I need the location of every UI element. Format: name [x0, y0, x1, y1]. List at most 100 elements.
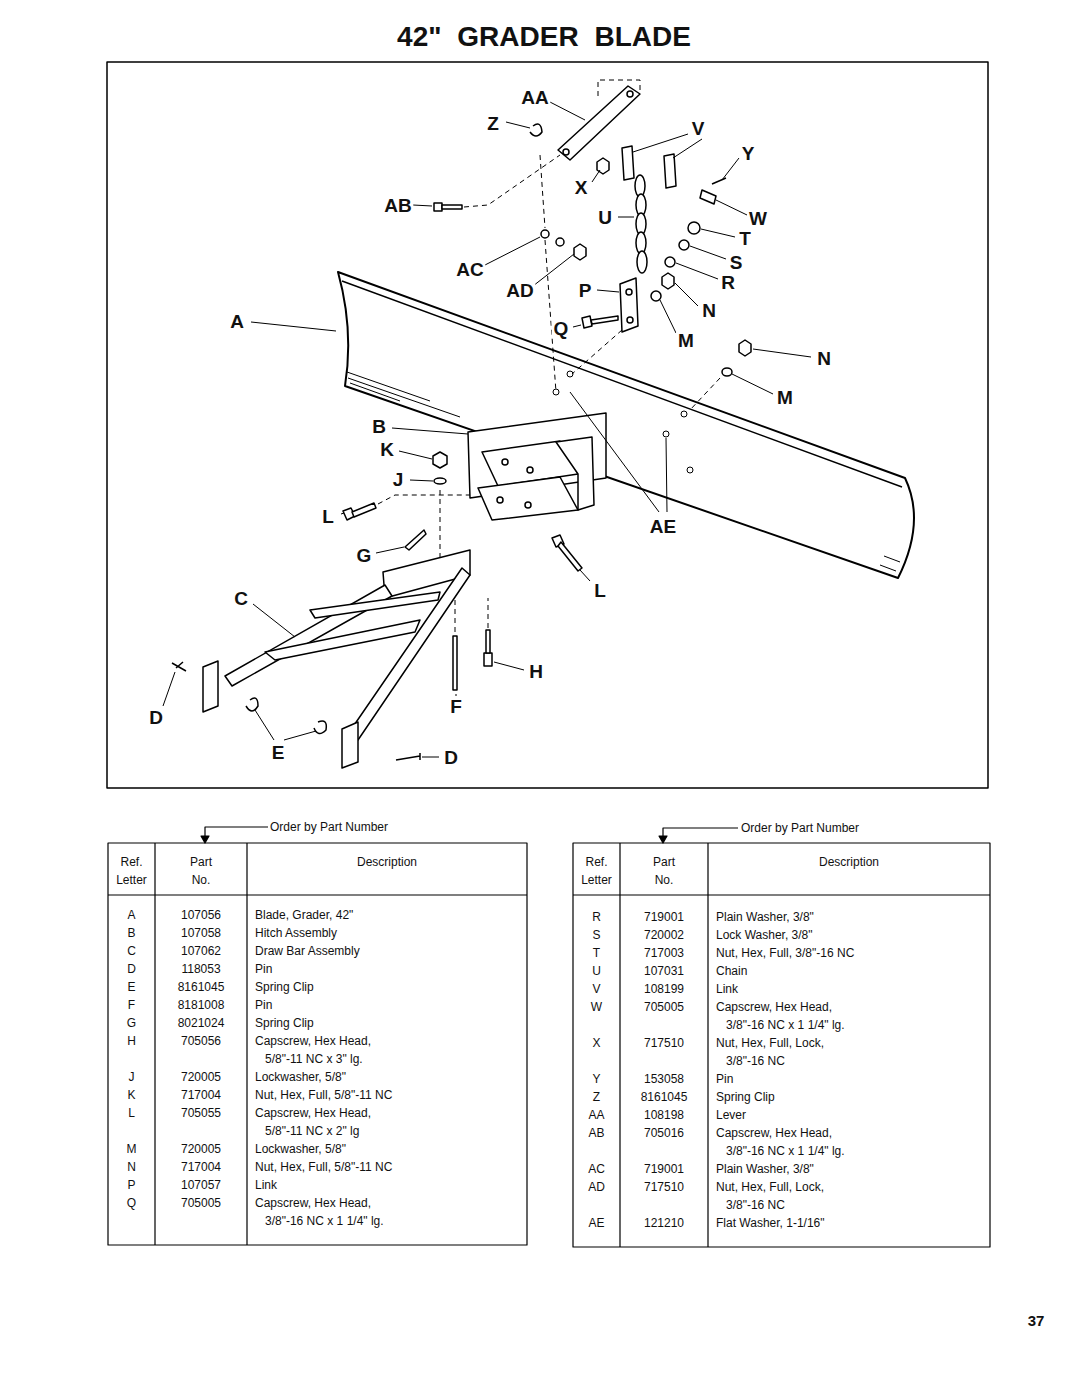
table-header: Ref. Letter — [577, 853, 616, 889]
part-number: 719001 — [620, 1160, 708, 1178]
part-description: Pin — [255, 960, 525, 978]
part-description: Plain Washer, 3/8" — [716, 908, 986, 926]
illustration-frame — [107, 62, 988, 788]
ref-letter: E — [108, 978, 155, 996]
callout-letter: Y — [740, 144, 757, 163]
ref-letter: A — [108, 906, 155, 924]
table-header: Ref. Letter — [112, 853, 151, 889]
part-number: 720002 — [620, 926, 708, 944]
part-number: 108198 — [620, 1106, 708, 1124]
part-description: Lever — [716, 1106, 986, 1124]
table-header: Description — [708, 853, 990, 871]
ref-letter: F — [108, 996, 155, 1014]
part-number: 107057 — [155, 1176, 247, 1194]
callout-letter: M — [676, 331, 696, 350]
part-number: 719001 — [620, 908, 708, 926]
ref-letter: T — [573, 944, 620, 962]
callout-letter: G — [355, 546, 374, 565]
part-description: Pin — [255, 996, 525, 1014]
part-number: 717004 — [155, 1086, 247, 1104]
callout-letter: AE — [648, 517, 678, 536]
part-description: Lockwasher, 5/8" — [255, 1140, 525, 1158]
part-number: 705005 — [620, 998, 708, 1016]
callout-letter: AA — [519, 88, 550, 107]
callout-letter: J — [391, 470, 406, 489]
order-note: Order by Part Number — [741, 819, 859, 837]
callout-letter: T — [737, 229, 753, 248]
callout-letter: C — [232, 589, 250, 608]
ref-letter: D — [108, 960, 155, 978]
ref-letter: S — [573, 926, 620, 944]
ref-letter: N — [108, 1158, 155, 1176]
ref-letter: AA — [573, 1106, 620, 1124]
callout-letter: H — [527, 662, 545, 681]
part-description: Hitch Assembly — [255, 924, 525, 942]
part-description: Spring Clip — [255, 978, 525, 996]
blade-outline — [338, 272, 914, 578]
part-description: Spring Clip — [255, 1014, 525, 1032]
part-number: 705016 — [620, 1124, 708, 1142]
callout-letter: Z — [485, 114, 501, 133]
part-number: 107031 — [620, 962, 708, 980]
part-description: Pin — [716, 1070, 986, 1088]
table-header: Part No. — [644, 853, 684, 889]
leader-lines — [163, 101, 811, 757]
part-number: 107062 — [155, 942, 247, 960]
callout-letter: W — [747, 209, 769, 228]
part-number: 107058 — [155, 924, 247, 942]
callout-letter: AD — [504, 281, 535, 300]
ref-letter: H — [108, 1032, 155, 1050]
callout-letter: X — [573, 178, 590, 197]
part-description: Capscrew, Hex Head, 3/8"-16 NC x 1 1/4" … — [255, 1194, 395, 1230]
ref-letter: C — [108, 942, 155, 960]
part-description: Link — [716, 980, 986, 998]
chain-linkage — [434, 86, 751, 376]
part-number: 118053 — [155, 960, 247, 978]
ref-letter: K — [108, 1086, 155, 1104]
part-number: 720005 — [155, 1068, 247, 1086]
ref-letter: AD — [573, 1178, 620, 1196]
order-note: Order by Part Number — [270, 818, 388, 836]
table-header: Description — [247, 853, 527, 871]
table-header: Part No. — [181, 853, 221, 889]
part-description: Nut, Hex, Full, Lock, 3/8"-16 NC — [716, 1034, 856, 1070]
part-number: 153058 — [620, 1070, 708, 1088]
part-description: Lockwasher, 5/8" — [255, 1068, 525, 1086]
part-description: Nut, Hex, Full, 5/8"-11 NC — [255, 1086, 525, 1104]
ref-letter: U — [573, 962, 620, 980]
ref-letter: AC — [573, 1160, 620, 1178]
callout-letter: E — [270, 743, 287, 762]
callout-letter: L — [320, 507, 336, 526]
ref-letter: L — [108, 1104, 155, 1122]
ref-letter: M — [108, 1140, 155, 1158]
draw-bar-assembly — [203, 550, 470, 768]
part-description: Flat Washer, 1-1/16" — [716, 1214, 986, 1232]
page-title: 42" GRADER BLADE — [397, 23, 691, 51]
part-number: 8181008 — [155, 996, 247, 1014]
callout-letter: N — [700, 301, 718, 320]
part-number: 8161045 — [620, 1088, 708, 1106]
part-number: 705055 — [155, 1104, 247, 1122]
callout-letter: U — [596, 208, 614, 227]
part-description: Link — [255, 1176, 525, 1194]
callout-letter: R — [719, 273, 737, 292]
callout-letter: B — [370, 417, 388, 436]
part-number: 717004 — [155, 1158, 247, 1176]
ref-letter: Q — [108, 1194, 155, 1212]
ref-letter: B — [108, 924, 155, 942]
ref-letter: W — [573, 998, 620, 1016]
ref-letter: J — [108, 1068, 155, 1086]
part-description: Capscrew, Hex Head, 3/8"-16 NC x 1 1/4" … — [716, 1124, 856, 1160]
part-number: 717510 — [620, 1034, 708, 1052]
callout-letter: L — [592, 581, 608, 600]
ref-letter: V — [573, 980, 620, 998]
part-description: Capscrew, Hex Head, 3/8"-16 NC x 1 1/4" … — [716, 998, 856, 1034]
part-description: Nut, Hex, Full, 5/8"-11 NC — [255, 1158, 525, 1176]
callout-letter: K — [378, 440, 396, 459]
part-description: Capscrew, Hex Head, 5/8"-11 NC x 3" lg. — [255, 1032, 395, 1068]
callout-letter: AC — [454, 260, 485, 279]
part-description: Nut, Hex, Full, Lock, 3/8"-16 NC — [716, 1178, 856, 1214]
callout-letter: P — [577, 281, 594, 300]
ref-letter: R — [573, 908, 620, 926]
